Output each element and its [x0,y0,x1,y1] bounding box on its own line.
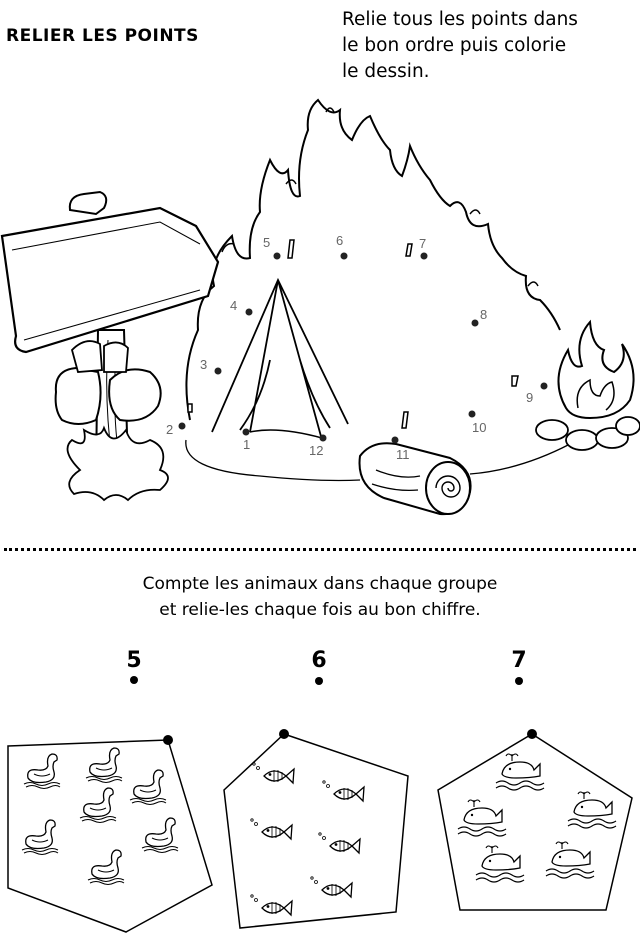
instruction-line: le bon ordre puis colorie [342,35,567,56]
instruction-line: et relie-les chaque fois au bon chiffre. [159,600,481,620]
instruction-line: Relie tous les points dans [342,9,578,30]
dot-label: 5 [263,235,270,250]
page-title: RELIER LES POINTS [6,26,199,46]
number-seven: 7 [511,648,527,673]
campfire [535,319,640,451]
number-dot [515,677,523,685]
number-dot [315,677,323,685]
number-six: 6 [311,648,327,673]
instructions: Relie tous les points dans le bon ordre … [342,7,632,85]
animal-group-whales [437,729,633,911]
dot-labels: 1 2 3 4 5 6 7 8 9 10 11 12 [166,233,533,462]
section-divider [4,548,636,551]
pine-trees-outline [185,98,561,421]
sleeping-bag [358,442,472,516]
dot-label: 3 [200,357,207,372]
animal-group-fish [223,729,409,929]
dot-label: 2 [166,422,173,437]
tent [211,277,349,441]
instruction-line: le dessin. [342,61,430,82]
dot-label: 8 [480,307,487,322]
connect-dots [178,252,548,444]
ground-line [185,439,571,482]
dot-label: 9 [526,390,533,405]
dot-label: 7 [419,236,426,251]
number-five: 5 [126,648,142,673]
counting-instructions: Compte les animaux dans chaque groupe et… [0,571,640,623]
number-dot [130,676,138,684]
dot-label: 6 [336,233,343,248]
dot-label: 1 [243,437,250,452]
animal-group-swans [7,735,213,933]
signpost [0,190,220,502]
dot-label: 10 [472,420,486,435]
dot-label: 4 [230,298,237,313]
dot-label: 12 [309,443,323,458]
instruction-line: Compte les animaux dans chaque groupe [142,574,498,594]
dot-label: 11 [396,447,410,462]
